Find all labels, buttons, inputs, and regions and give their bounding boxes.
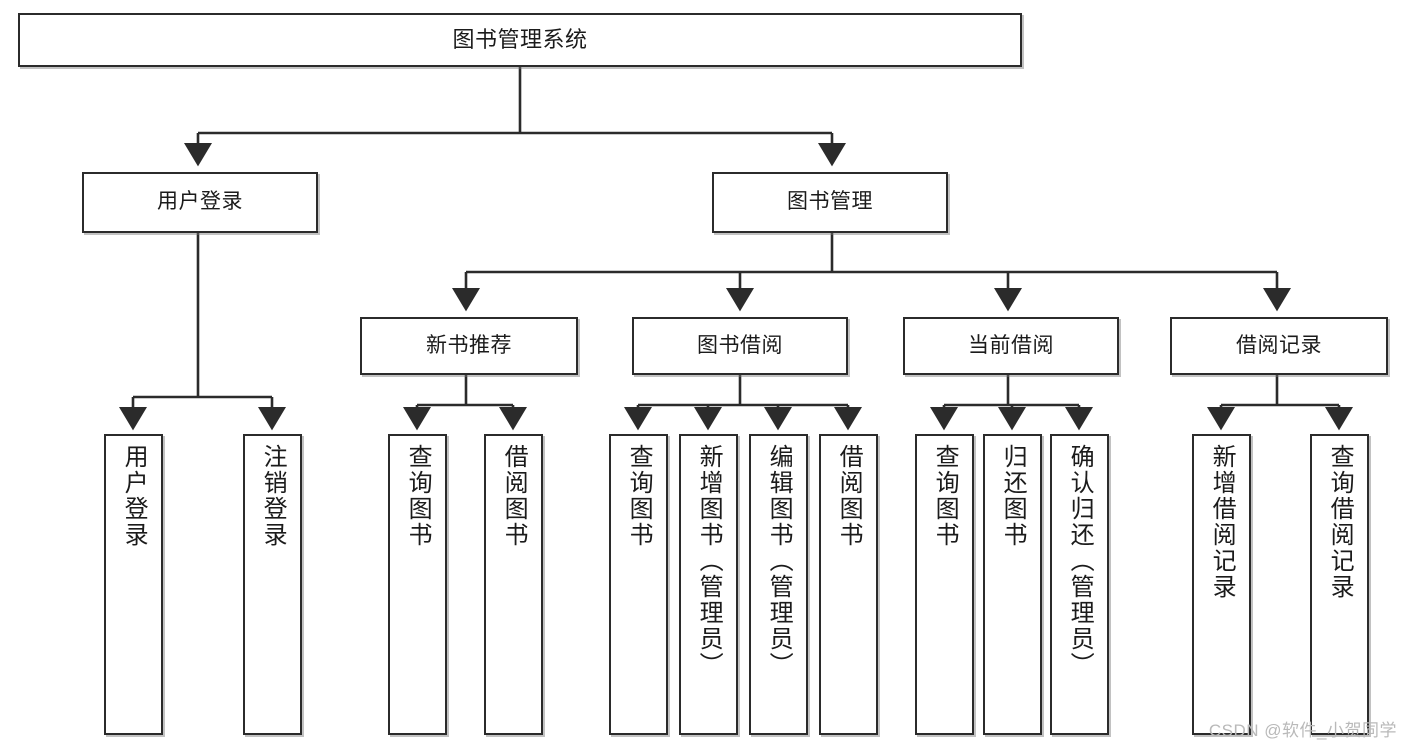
watermark: CSDN @软件_小贺同学: [1208, 721, 1397, 740]
node-leaf-user-login-label: 用户登录: [120, 444, 148, 548]
node-book-borrow-label: 图书借阅: [697, 333, 783, 357]
node-leaf-user-login[interactable]: 用户登录: [104, 434, 163, 735]
node-leaf-borrow-book-1-label: 借阅图书: [500, 444, 528, 548]
node-leaf-add-book-label: 新增图书（管理员）: [695, 444, 723, 678]
node-leaf-return-book[interactable]: 归还图书: [983, 434, 1042, 735]
node-leaf-confirm-return-label: 确认归还（管理员）: [1066, 444, 1094, 678]
node-leaf-borrow-book-2[interactable]: 借阅图书: [819, 434, 878, 735]
node-leaf-add-record[interactable]: 新增借阅记录: [1192, 434, 1251, 735]
node-user-login-label: 用户登录: [157, 190, 243, 214]
node-leaf-add-record-label: 新增借阅记录: [1208, 444, 1236, 600]
node-root[interactable]: 图书管理系统: [18, 13, 1022, 67]
node-leaf-edit-book-label: 编辑图书（管理员）: [765, 444, 793, 678]
node-leaf-query-book-2[interactable]: 查询图书: [609, 434, 668, 735]
node-leaf-query-record-label: 查询借阅记录: [1326, 444, 1354, 600]
node-current-borrow-label: 当前借阅: [968, 333, 1054, 357]
node-leaf-borrow-book-1[interactable]: 借阅图书: [484, 434, 543, 735]
node-book-manage[interactable]: 图书管理: [712, 172, 948, 233]
node-new-book-recommend[interactable]: 新书推荐: [360, 317, 578, 375]
node-leaf-edit-book[interactable]: 编辑图书（管理员）: [749, 434, 808, 735]
node-leaf-return-book-label: 归还图书: [999, 444, 1027, 548]
node-borrow-record[interactable]: 借阅记录: [1170, 317, 1388, 375]
node-leaf-confirm-return[interactable]: 确认归还（管理员）: [1050, 434, 1109, 735]
node-leaf-logout[interactable]: 注销登录: [243, 434, 302, 735]
node-leaf-query-book-3[interactable]: 查询图书: [915, 434, 974, 735]
node-user-login[interactable]: 用户登录: [82, 172, 318, 233]
node-new-book-recommend-label: 新书推荐: [426, 333, 512, 357]
node-leaf-query-record[interactable]: 查询借阅记录: [1310, 434, 1369, 735]
node-leaf-logout-label: 注销登录: [259, 444, 287, 548]
node-leaf-borrow-book-2-label: 借阅图书: [835, 444, 863, 548]
node-leaf-query-book-3-label: 查询图书: [931, 444, 959, 548]
node-book-borrow[interactable]: 图书借阅: [632, 317, 848, 375]
node-book-manage-label: 图书管理: [787, 190, 873, 214]
node-root-label: 图书管理系统: [452, 27, 588, 53]
node-borrow-record-label: 借阅记录: [1236, 333, 1322, 357]
node-leaf-add-book[interactable]: 新增图书（管理员）: [679, 434, 738, 735]
node-leaf-query-book-2-label: 查询图书: [625, 444, 653, 548]
node-leaf-query-book-1[interactable]: 查询图书: [388, 434, 447, 735]
node-leaf-query-book-1-label: 查询图书: [404, 444, 432, 548]
node-current-borrow[interactable]: 当前借阅: [903, 317, 1119, 375]
